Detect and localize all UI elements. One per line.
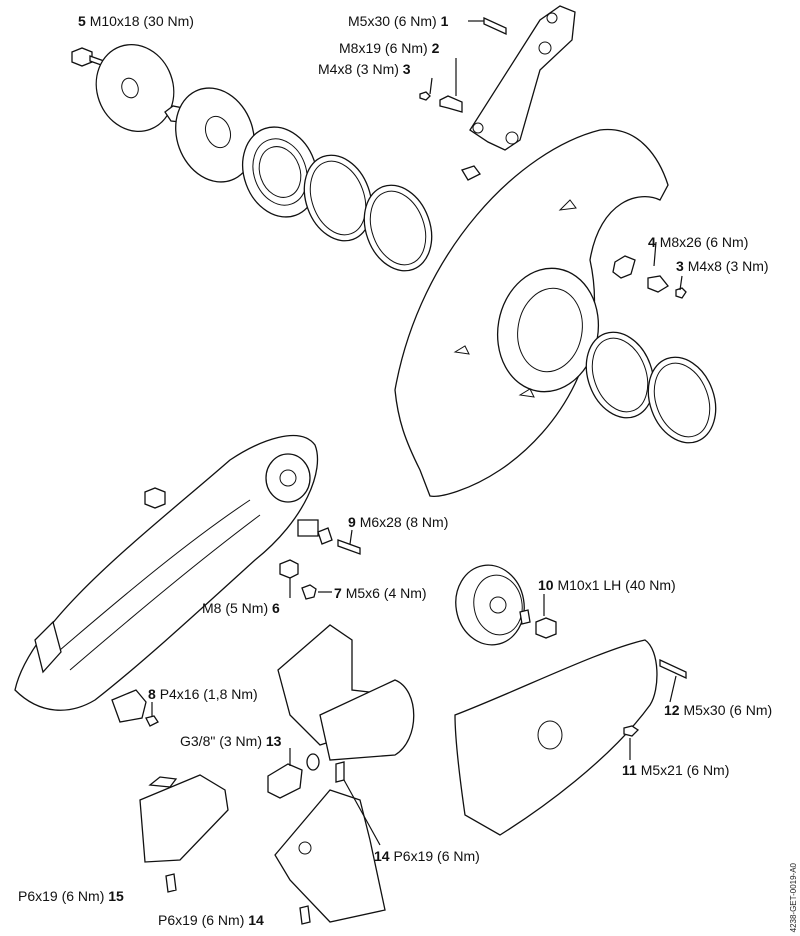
document-id: 4238-GET-0019-A0	[789, 862, 798, 932]
callout-4: 4 M8x26 (6 Nm)	[648, 234, 749, 250]
screw-15	[165, 873, 177, 893]
seal-ring-1	[303, 154, 373, 242]
screw-7	[301, 584, 317, 600]
fitting-13	[267, 753, 320, 799]
belt-cover	[454, 639, 658, 836]
callout-8: 8 P4x16 (1,8 Nm)	[148, 686, 258, 702]
callout-3a: M4x8 (3 Nm) 3	[318, 61, 411, 77]
spring	[297, 519, 319, 537]
callout-9: 9 M6x28 (8 Nm)	[348, 514, 449, 530]
sleeve	[317, 527, 333, 545]
bolt-9	[337, 539, 361, 555]
bolt-2	[439, 95, 463, 113]
bolt-11	[623, 725, 640, 737]
handle-part	[139, 774, 229, 863]
seal-ring-3	[585, 331, 655, 419]
bolt-4	[612, 255, 669, 293]
screw-3a	[419, 91, 431, 101]
callout-14a: 14 P6x19 (6 Nm)	[374, 848, 480, 864]
callout-1: M5x30 (6 Nm) 1	[348, 13, 449, 29]
screw-14a	[335, 761, 345, 783]
callout-10: 10 M10x1 LH (40 Nm)	[538, 577, 676, 593]
clip-8	[111, 689, 147, 723]
bolt-5	[71, 47, 105, 67]
seal-ring-2	[363, 184, 433, 272]
screw-14b	[299, 905, 311, 925]
lower-guard	[274, 789, 386, 923]
callout-13: G3/8" (3 Nm) 13	[180, 733, 282, 749]
washer-10	[519, 609, 531, 625]
pulley	[455, 564, 525, 646]
seal-ring-4	[647, 356, 717, 444]
bearing-ring	[242, 126, 318, 218]
callout-15: P6x19 (6 Nm) 15	[18, 888, 124, 904]
callout-2: M8x19 (6 Nm) 2	[339, 40, 440, 56]
inner-flange	[175, 87, 255, 183]
water-bracket	[277, 624, 415, 761]
outer-flange	[95, 44, 175, 132]
screw-8	[145, 715, 159, 727]
bolt-12	[659, 658, 687, 680]
bolt-1	[483, 16, 507, 36]
screw-3b	[675, 287, 687, 299]
callout-5: 5 M10x18 (30 Nm)	[78, 13, 194, 29]
blade-guard	[394, 128, 669, 497]
damper	[144, 487, 166, 509]
leader-lines	[151, 20, 683, 846]
callout-11: 11 M5x21 (6 Nm)	[622, 762, 730, 778]
callout-12: 12 M5x30 (6 Nm)	[664, 702, 773, 718]
callout-6: M8 (5 Nm) 6	[202, 600, 280, 616]
callout-14b: P6x19 (6 Nm) 14	[158, 912, 264, 928]
cutting-arm	[14, 434, 319, 711]
nut-6	[279, 559, 299, 579]
square-nut	[461, 165, 481, 181]
guard-arm	[469, 5, 576, 151]
nut-10	[535, 617, 557, 639]
callout-7: 7 M5x6 (4 Nm)	[334, 585, 427, 601]
callout-3b: 3 M4x8 (3 Nm)	[676, 258, 769, 274]
